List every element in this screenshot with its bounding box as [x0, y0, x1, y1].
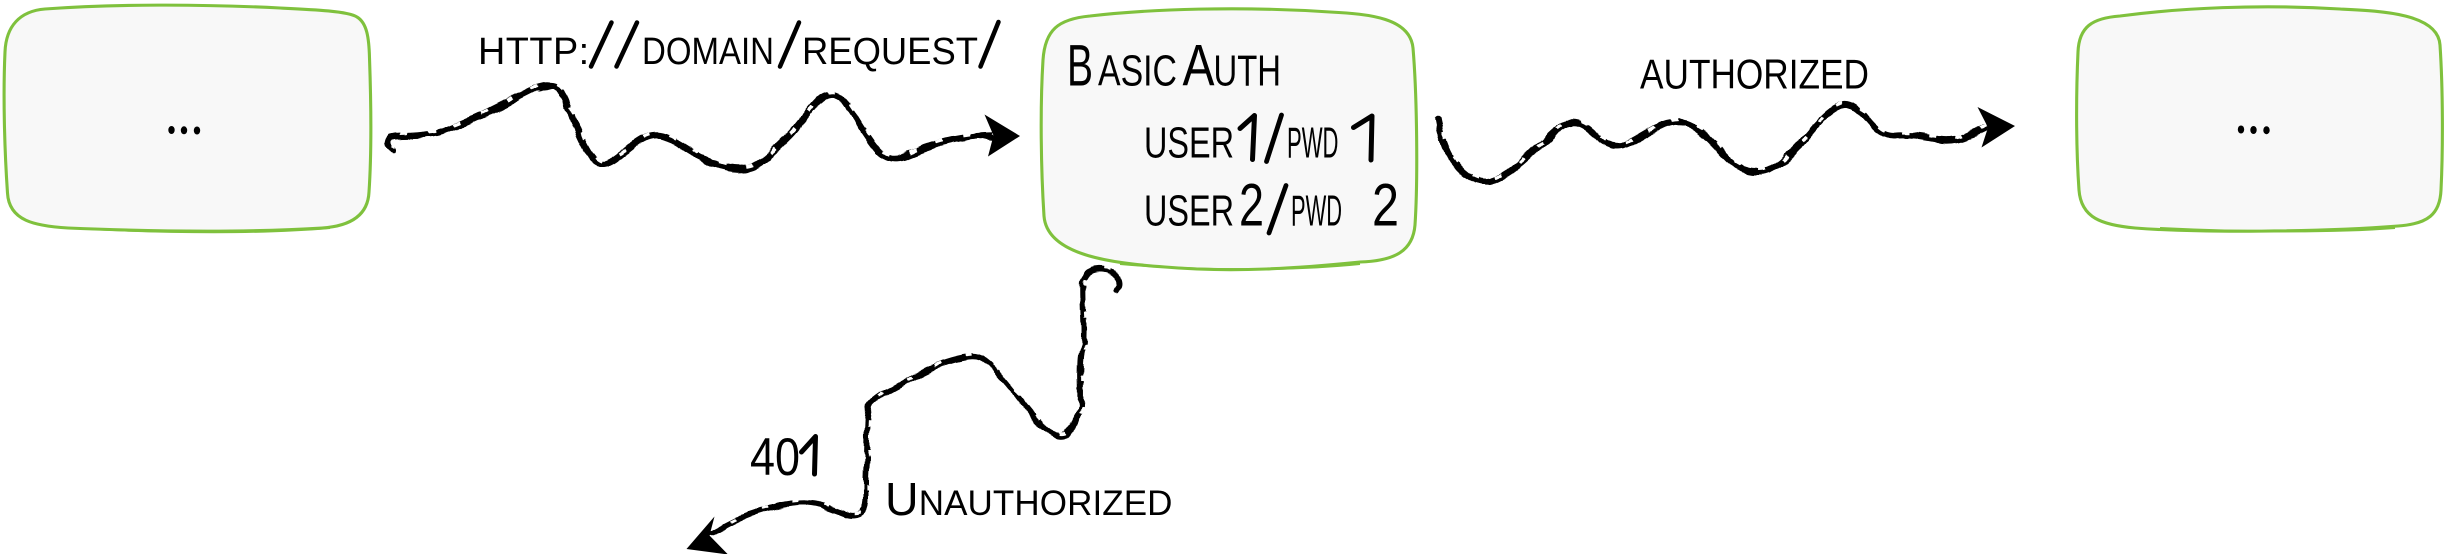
svg-text:2: 2 — [1239, 172, 1264, 239]
svg-text:PWD: PWD — [1287, 120, 1339, 168]
svg-text:USER: USER — [1144, 188, 1234, 236]
svg-text:DOMAIN: DOMAIN — [642, 31, 774, 73]
svg-text:ASIC: ASIC — [1098, 48, 1177, 96]
svg-text:UNAUTHORIZED: UNAUTHORIZED — [885, 473, 1173, 525]
svg-text:AUTHORIZED: AUTHORIZED — [1640, 51, 1869, 98]
svg-text:USER: USER — [1144, 120, 1234, 168]
svg-text:REQUEST: REQUEST — [802, 31, 978, 73]
svg-text:2: 2 — [1372, 172, 1399, 239]
svg-text:PWD: PWD — [1291, 188, 1342, 236]
svg-text:B: B — [1067, 34, 1093, 99]
svg-text:40: 40 — [750, 428, 800, 487]
svg-text:A: A — [1183, 34, 1215, 99]
svg-text:UTH: UTH — [1214, 48, 1282, 96]
svg-text:HTTP:: HTTP: — [478, 31, 590, 73]
